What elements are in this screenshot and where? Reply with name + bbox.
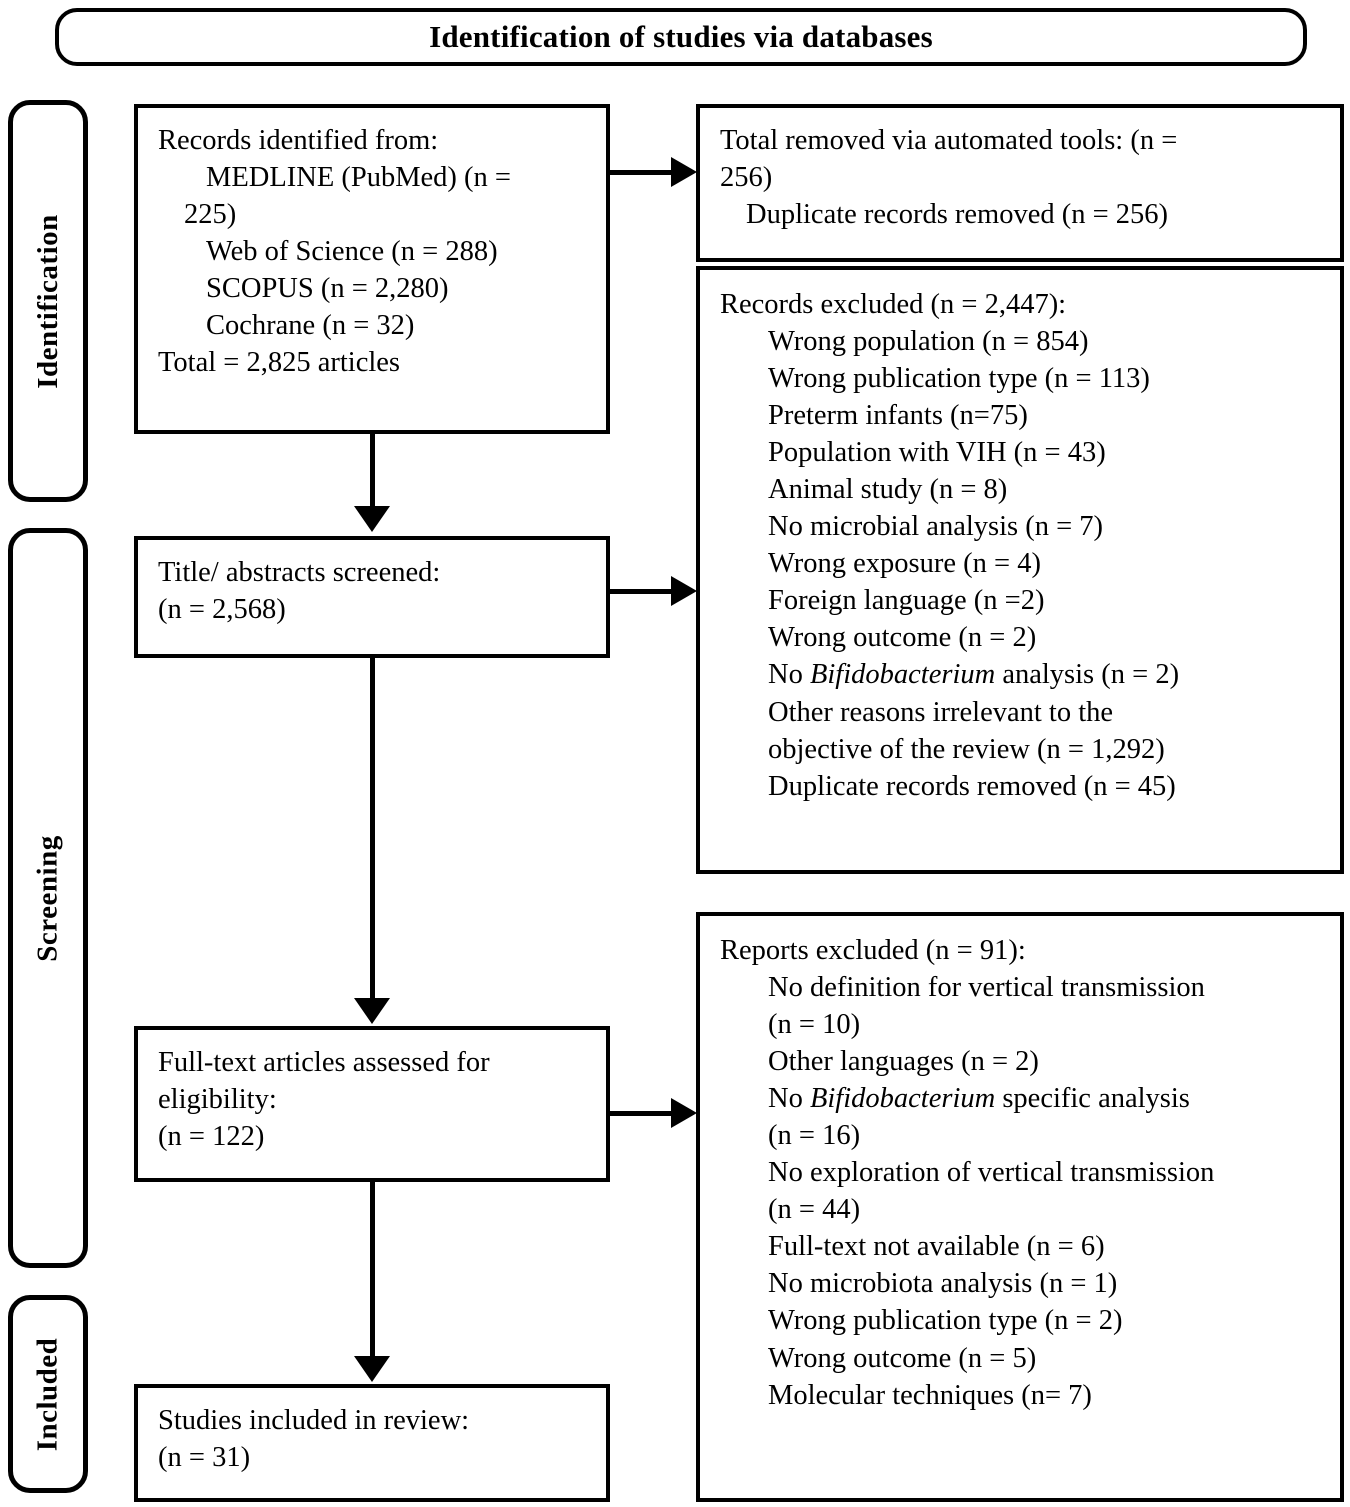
stage-label-included-text: Included: [31, 1337, 64, 1451]
arrow-right-icon: [671, 576, 697, 606]
records-excluded-reason-animal-study: Animal study (n = 8): [768, 474, 1008, 506]
arrow-down-icon: [354, 1356, 390, 1382]
connector-fulltext-to-reports-excluded: [610, 1111, 678, 1116]
records-identified-web-of-science: Web of Science (n = 288): [206, 236, 498, 268]
box-automated-tools-removed: Total removed via automated tools: (n = …: [696, 104, 1344, 262]
reason-prefix: No: [768, 1083, 810, 1115]
stage-label-screening: Screening: [8, 528, 88, 1268]
arrow-down-icon: [354, 506, 390, 532]
reports-excluded-reason-molecular-techniques: Molecular techniques (n= 7): [768, 1379, 1092, 1411]
reports-excluded-reason-no-definition-line2: (n = 10): [768, 1009, 861, 1041]
records-identified-medline-line1: MEDLINE (PubMed) (n =: [206, 162, 511, 194]
records-identified-medline-line2: 225): [184, 199, 237, 231]
stage-label-identification-text: Identification: [31, 213, 64, 389]
studies-included-label: Studies included in review:: [158, 1405, 470, 1436]
stage-label-included: Included: [8, 1295, 88, 1493]
arrow-right-icon: [671, 1098, 697, 1128]
titles-screened-count: (n = 2,568): [158, 594, 286, 626]
box-fulltext-articles-assessed: Full-text articles assessed for eligibil…: [134, 1026, 610, 1182]
connector-screened-to-fulltext: [370, 658, 375, 1000]
arrow-right-icon: [671, 157, 697, 187]
stage-label-identification: Identification: [8, 100, 88, 502]
bifidobacterium-italic: Bifidobacterium: [809, 1083, 996, 1115]
records-excluded-reason-preterm-infants: Preterm infants (n=75): [768, 400, 1028, 432]
connector-fulltext-to-included: [370, 1182, 375, 1358]
records-excluded-reason-wrong-population: Wrong population (n = 854): [768, 326, 1089, 358]
box-reports-excluded: Reports excluded (n = 91): No definition…: [696, 912, 1344, 1502]
records-excluded-reason-wrong-exposure: Wrong exposure (n = 4): [768, 548, 1041, 580]
box-records-identified: Records identified from: MEDLINE (PubMed…: [134, 104, 610, 434]
auto-removed-duplicate-records: Duplicate records removed (n = 256): [746, 199, 1169, 231]
reports-excluded-reason-fulltext-not-available: Full-text not available (n = 6): [768, 1231, 1105, 1263]
reports-excluded-reason-wrong-publication-type: Wrong publication type (n = 2): [768, 1305, 1123, 1337]
reason-suffix: specific analysis: [995, 1083, 1190, 1115]
arrow-down-icon: [354, 998, 390, 1024]
diagram-title-banner: Identification of studies via databases: [55, 8, 1307, 66]
box-records-excluded: Records excluded (n = 2,447): Wrong popu…: [696, 266, 1344, 874]
records-excluded-reason-wrong-outcome: Wrong outcome (n = 2): [768, 622, 1037, 654]
reports-excluded-reason-no-bifidobacterium-specific: No Bifidobacterium specific analysis: [720, 1080, 1326, 1117]
records-excluded-reason-other-line2: objective of the review (n = 1,292): [768, 733, 1165, 765]
connector-screened-to-records-excluded: [610, 589, 678, 594]
records-excluded-reason-duplicate-records: Duplicate records removed (n = 45): [768, 770, 1176, 802]
fulltext-assessed-label-line2: eligibility:: [158, 1084, 277, 1116]
titles-screened-label: Title/ abstracts screened:: [158, 557, 441, 588]
box-titles-abstracts-screened: Title/ abstracts screened: (n = 2,568): [134, 536, 610, 658]
auto-removed-header-line2: 256): [720, 162, 773, 194]
reason-suffix: analysis (n = 2): [995, 659, 1180, 691]
auto-removed-header-line1: Total removed via automated tools: (n =: [720, 125, 1178, 156]
records-identified-scopus: SCOPUS (n = 2,280): [206, 273, 449, 305]
records-excluded-header: Records excluded (n = 2,447):: [720, 289, 1067, 320]
reports-excluded-header: Reports excluded (n = 91):: [720, 935, 1026, 966]
reports-excluded-reason-wrong-outcome: Wrong outcome (n = 5): [768, 1342, 1037, 1374]
records-identified-header: Records identified from:: [158, 125, 439, 156]
records-excluded-reason-no-microbial-analysis: No microbial analysis (n = 7): [768, 511, 1104, 543]
connector-identified-to-screened: [370, 434, 375, 510]
records-identified-total: Total = 2,825 articles: [158, 347, 401, 379]
studies-included-count: (n = 31): [158, 1442, 251, 1474]
records-identified-cochrane: Cochrane (n = 32): [206, 310, 415, 342]
reports-excluded-reason-other-languages: Other languages (n = 2): [768, 1046, 1039, 1078]
bifidobacterium-italic: Bifidobacterium: [809, 659, 996, 691]
reports-excluded-reason-no-microbiota-analysis: No microbiota analysis (n = 1): [768, 1268, 1118, 1300]
records-excluded-reason-wrong-publication-type: Wrong publication type (n = 113): [768, 363, 1150, 395]
reports-excluded-reason-no-exploration-line1: No exploration of vertical transmission: [768, 1157, 1215, 1189]
box-studies-included-in-review: Studies included in review: (n = 31): [134, 1384, 610, 1502]
records-excluded-reason-other-line1: Other reasons irrelevant to the: [768, 696, 1114, 728]
fulltext-assessed-label-line1: Full-text articles assessed for: [158, 1047, 490, 1078]
reports-excluded-reason-no-definition-line1: No definition for vertical transmission: [768, 972, 1205, 1004]
reports-excluded-reason-no-exploration-line2: (n = 44): [768, 1194, 861, 1226]
records-excluded-reason-no-bifidobacterium-analysis: No Bifidobacterium analysis (n = 2): [720, 656, 1326, 693]
reports-excluded-reason-no-bifidobacterium-specific-line2: (n = 16): [768, 1120, 861, 1152]
reason-prefix: No: [768, 659, 810, 691]
records-excluded-reason-population-vih: Population with VIH (n = 43): [768, 437, 1106, 469]
records-excluded-reason-foreign-language: Foreign language (n =2): [768, 585, 1045, 617]
stage-label-screening-text: Screening: [31, 834, 64, 962]
page-title: Identification of studies via databases: [429, 19, 933, 54]
fulltext-assessed-count: (n = 122): [158, 1121, 265, 1153]
connector-identified-to-automated-removed: [610, 170, 674, 175]
